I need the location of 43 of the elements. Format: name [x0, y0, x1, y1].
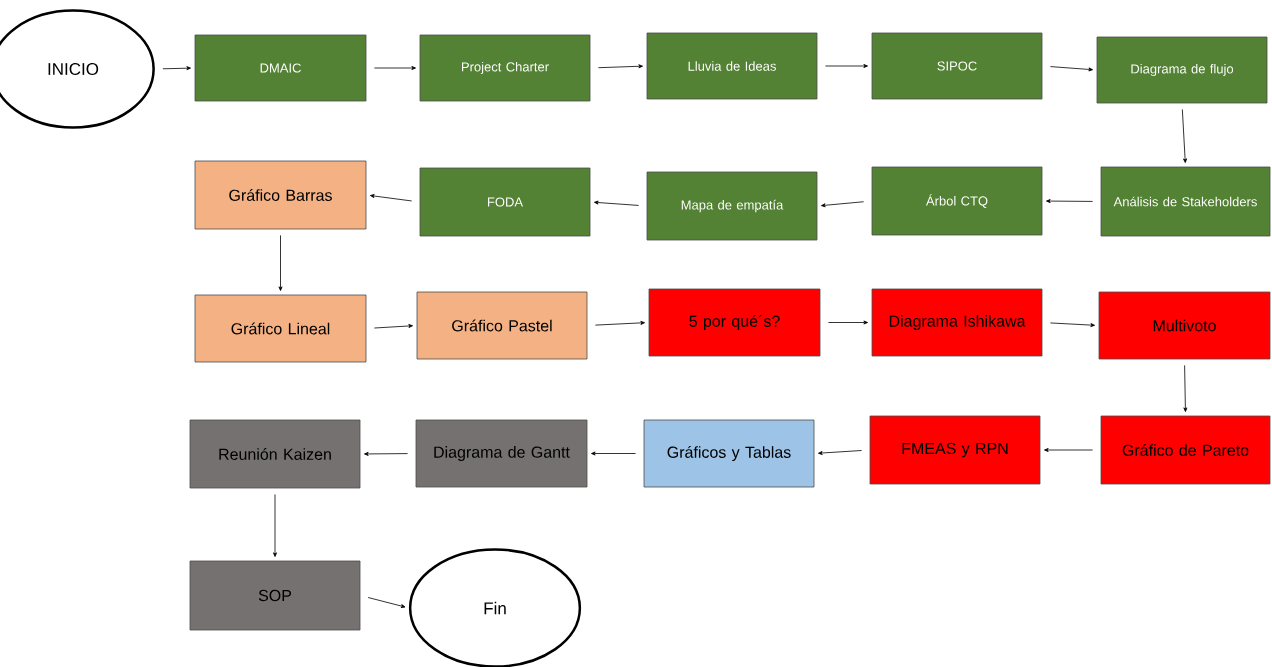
process-box: DMAIC: [194, 34, 367, 102]
process-box: FMEAS y RPN: [869, 415, 1041, 485]
process-box: Análisis de Stakeholders: [1100, 166, 1271, 237]
process-box: Project Charter: [419, 34, 591, 102]
process-box: Gráfico Lineal: [194, 294, 367, 363]
process-box: Diagrama de Gantt: [415, 419, 588, 488]
arrow: [278, 235, 283, 291]
arrow: [821, 201, 865, 208]
arrow: [591, 451, 636, 456]
process-box: Multivoto: [1098, 291, 1271, 360]
process-box: SOP: [189, 560, 361, 631]
process-box: Gráficos y Tablas: [643, 419, 815, 488]
arrow: [1050, 66, 1093, 72]
process-box: Reunión Kaizen: [189, 419, 361, 489]
arrow: [1181, 109, 1188, 163]
process-box: Lluvia de Ideas: [646, 32, 818, 100]
arrow: [367, 597, 406, 608]
arrow: [825, 64, 868, 68]
process-box: SIPOC: [871, 32, 1043, 100]
arrow: [364, 451, 408, 456]
arrow: [374, 66, 416, 70]
process-box: FODA: [419, 167, 591, 237]
process-box: 5 por qué´s?: [648, 288, 821, 357]
arrow: [273, 494, 277, 557]
process-box: Gráfico Pastel: [416, 291, 588, 360]
process-box: Gráfico de Pareto: [1100, 415, 1271, 485]
arrow: [828, 320, 868, 325]
process-box: Árbol CTQ: [871, 166, 1043, 236]
arrow: [818, 450, 863, 455]
arrow: [162, 66, 191, 71]
arrow: [370, 194, 413, 202]
arrow: [1044, 448, 1093, 452]
arrow: [374, 324, 413, 329]
arrow: [598, 64, 643, 69]
arrow: [1046, 199, 1093, 204]
process-box: Gráfico Barras: [194, 160, 367, 230]
arrow: [1183, 365, 1188, 412]
process-box: Mapa de empatía: [646, 171, 818, 241]
process-box: Diagrama de flujo: [1096, 36, 1268, 104]
process-box: Diagrama Ishikawa: [871, 288, 1043, 357]
arrow: [595, 320, 645, 326]
arrow: [1050, 322, 1095, 328]
arrow: [594, 200, 640, 206]
